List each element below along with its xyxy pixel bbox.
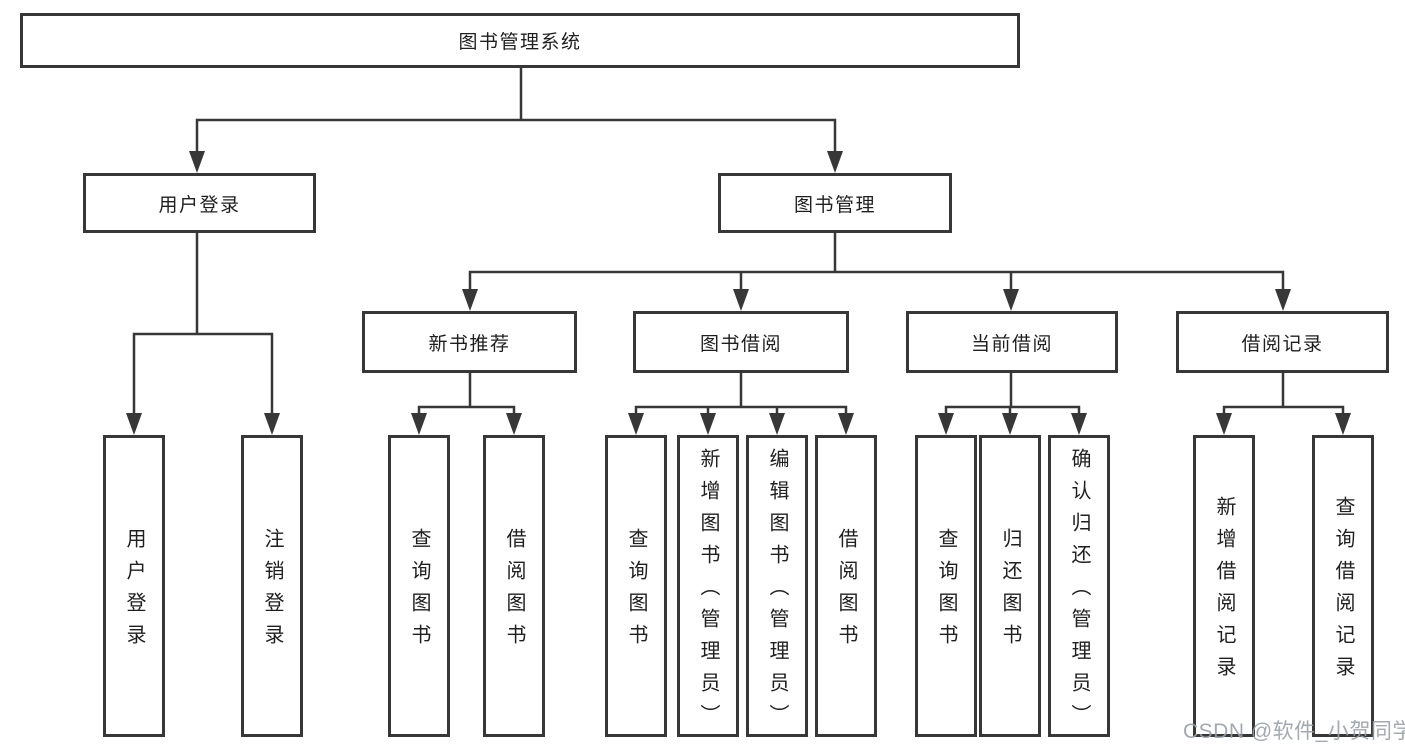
leaf-query-borrow-record: 查询借阅记录 bbox=[1312, 435, 1374, 737]
node-label: 归还图书 bbox=[999, 528, 1021, 656]
arrowhead bbox=[838, 413, 854, 435]
node-label: 用户登录 bbox=[158, 194, 241, 216]
arrowhead bbox=[1275, 289, 1291, 311]
arrowhead bbox=[733, 289, 749, 311]
node-label: 当前借阅 bbox=[970, 333, 1053, 355]
node-label: 用户登录 bbox=[123, 528, 145, 656]
leaf-edit-books-admin: 编辑图书（管理员） bbox=[746, 435, 808, 737]
node-label: 查询图书 bbox=[625, 528, 647, 656]
arrowhead bbox=[700, 413, 716, 435]
arrowhead bbox=[506, 413, 522, 435]
node-label: 查询图书 bbox=[935, 528, 957, 656]
arrowhead bbox=[462, 289, 478, 311]
node-new-book-recommend: 新书推荐 bbox=[362, 311, 577, 373]
leaf-user-login: 用户登录 bbox=[103, 435, 165, 737]
connector-borrow-records-to-leaves bbox=[1216, 371, 1351, 435]
arrowhead bbox=[1216, 413, 1232, 435]
node-book-borrow: 图书借阅 bbox=[633, 311, 849, 373]
arrowhead bbox=[1003, 289, 1019, 311]
node-label: 图书管理 bbox=[793, 194, 876, 216]
leaf-query-books-recommend: 查询图书 bbox=[388, 435, 450, 737]
node-label: 借阅图书 bbox=[835, 528, 857, 656]
connector-book-management-to-level3 bbox=[462, 231, 1291, 311]
leaf-add-books-admin: 新增图书（管理员） bbox=[677, 435, 739, 737]
arrowhead bbox=[264, 413, 280, 435]
node-current-borrow: 当前借阅 bbox=[906, 311, 1118, 373]
leaf-query-books-borrow: 查询图书 bbox=[605, 435, 667, 737]
node-label: 图书借阅 bbox=[699, 333, 782, 355]
node-label: 新增图书（管理员） bbox=[697, 448, 719, 736]
arrowhead bbox=[769, 413, 785, 435]
node-borrow-records: 借阅记录 bbox=[1176, 311, 1389, 373]
leaf-return-books: 归还图书 bbox=[979, 435, 1041, 737]
node-label: 注销登录 bbox=[261, 528, 283, 656]
arrowhead bbox=[1335, 413, 1351, 435]
leaf-confirm-return-admin: 确认归还（管理员） bbox=[1048, 435, 1110, 737]
leaf-logout: 注销登录 bbox=[241, 435, 303, 737]
csdn-watermark: CSDN @软件_小贺同学 bbox=[1183, 720, 1405, 743]
leaf-add-borrow-record: 新增借阅记录 bbox=[1193, 435, 1255, 737]
node-user-login: 用户登录 bbox=[83, 173, 316, 233]
leaf-borrow-books: 借阅图书 bbox=[815, 435, 877, 737]
node-label: 新增借阅记录 bbox=[1213, 496, 1235, 688]
arrowhead bbox=[827, 151, 843, 173]
node-library-system: 图书管理系统 bbox=[20, 13, 1020, 68]
connector-root-to-level2 bbox=[189, 66, 843, 173]
arrowhead bbox=[1071, 413, 1087, 435]
arrowhead bbox=[1002, 413, 1018, 435]
connector-current-borrow-to-leaves bbox=[938, 371, 1087, 435]
arrowhead bbox=[938, 413, 954, 435]
arrowhead bbox=[628, 413, 644, 435]
node-label: 新书推荐 bbox=[428, 333, 511, 355]
connector-book-borrow-to-leaves bbox=[628, 371, 854, 435]
node-label: 确认归还（管理员） bbox=[1068, 448, 1090, 736]
leaf-borrow-books-recommend: 借阅图书 bbox=[483, 435, 545, 737]
node-label: 查询借阅记录 bbox=[1332, 496, 1354, 688]
node-label: 借阅记录 bbox=[1241, 333, 1324, 355]
arrowhead bbox=[126, 413, 142, 435]
node-label: 图书管理系统 bbox=[458, 32, 582, 53]
node-label: 借阅图书 bbox=[503, 528, 525, 656]
node-book-management: 图书管理 bbox=[718, 173, 952, 233]
leaf-query-books-current: 查询图书 bbox=[915, 435, 977, 737]
node-label: 编辑图书（管理员） bbox=[766, 448, 788, 736]
arrowhead bbox=[411, 413, 427, 435]
connector-new-book-recommend-to-leaves bbox=[411, 371, 522, 435]
node-label: 查询图书 bbox=[408, 528, 430, 656]
arrowhead bbox=[189, 151, 205, 173]
connector-user-login-to-leaves bbox=[126, 231, 280, 435]
